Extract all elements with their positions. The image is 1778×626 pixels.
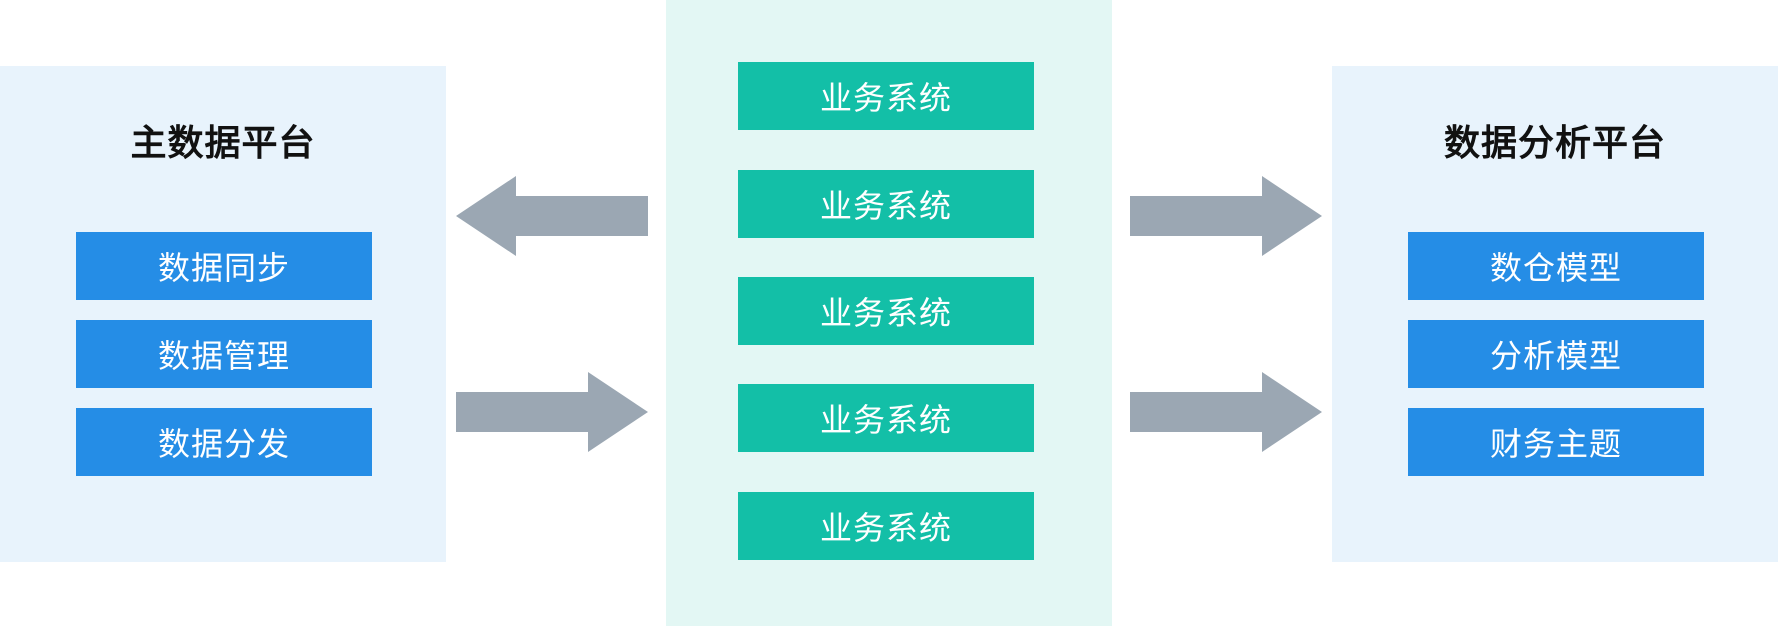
business-system-box: 业务系统 (738, 277, 1034, 345)
data-sync-box: 数据同步 (76, 232, 372, 300)
business-system-box: 业务系统 (738, 170, 1034, 238)
data-management-box: 数据管理 (76, 320, 372, 388)
business-systems-panel: 业务系统 业务系统 业务系统 业务系统 业务系统 (666, 0, 1112, 626)
master-data-platform-panel: 主数据平台 数据同步 数据管理 数据分发 (0, 66, 446, 562)
analysis-model-box: 分析模型 (1408, 320, 1704, 388)
arrow-right-icon (1130, 176, 1322, 256)
data-warehouse-model-box: 数仓模型 (1408, 232, 1704, 300)
business-system-box: 业务系统 (738, 492, 1034, 560)
master-data-platform-title: 主数据平台 (130, 123, 316, 164)
data-distribution-box: 数据分发 (76, 408, 372, 476)
business-system-box: 业务系统 (738, 62, 1034, 130)
business-system-box: 业务系统 (738, 384, 1034, 452)
finance-topic-box: 财务主题 (1408, 408, 1704, 476)
data-analysis-platform-title: 数据分析平台 (1443, 123, 1666, 164)
arrow-right-icon (1130, 372, 1322, 452)
arrow-left-icon (456, 176, 648, 256)
arrow-right-icon (456, 372, 648, 452)
data-analysis-platform-panel: 数据分析平台 数仓模型 分析模型 财务主题 (1332, 66, 1778, 562)
